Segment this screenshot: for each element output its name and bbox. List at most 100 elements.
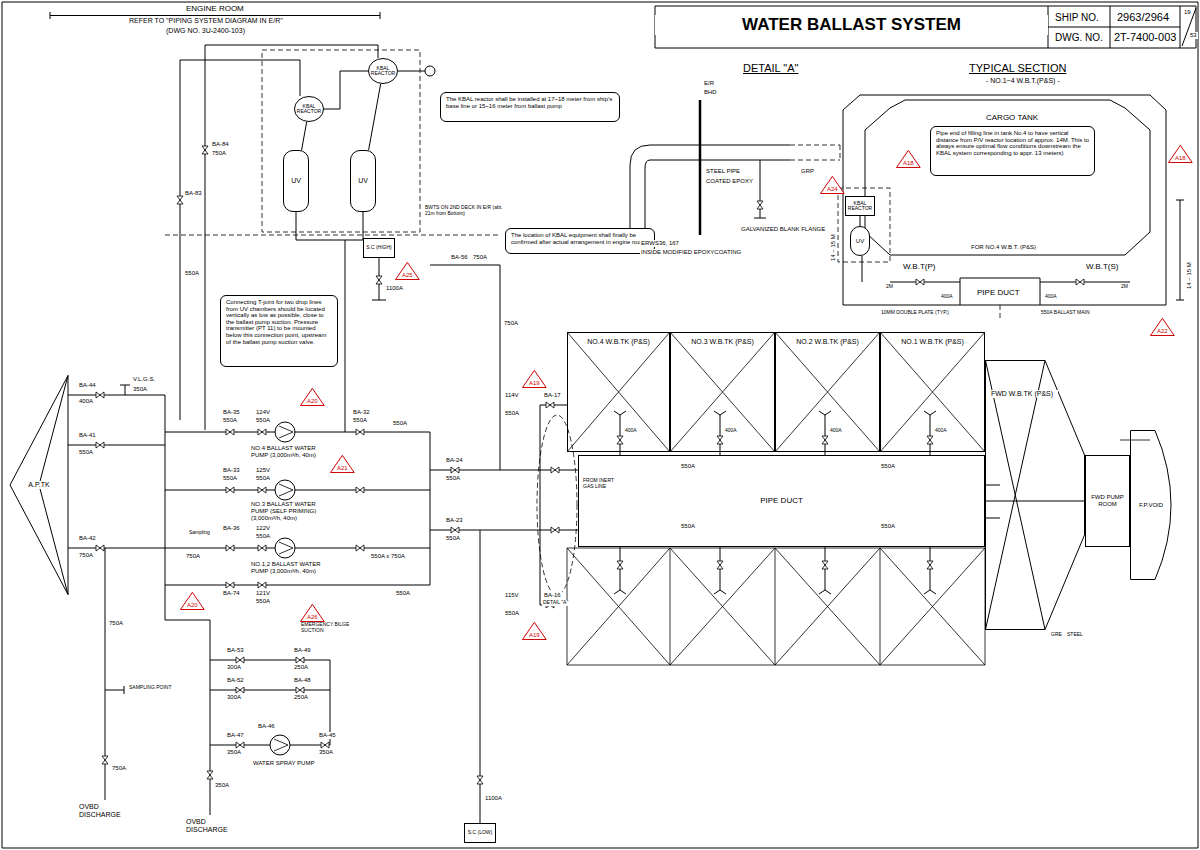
revision-mark: A19 [522, 622, 547, 640]
ballast-tank: NO.3 W.B.TK (P&S) [670, 332, 775, 452]
revision-triangle-shape [522, 370, 546, 387]
node-text: The KBAL reactor shall be installed at 1… [446, 96, 614, 109]
drawing-label: DWG. NO. [1054, 32, 1104, 44]
drawing-label: 19 [1183, 9, 1192, 16]
drawing-label: 53 [1189, 32, 1198, 39]
void-space: F.P.VOID [1130, 430, 1188, 580]
drawing-label: NO.4 BALLAST WATER PUMP (3,000m³/h, 40m) [250, 445, 327, 459]
drawing-label: OVBD DISCHARGE [78, 803, 130, 819]
pipe-connector [369, 84, 381, 150]
bulkhead-line [699, 100, 702, 235]
revision-triangle [395, 262, 420, 280]
drawing-label: Sampling [188, 530, 211, 536]
detail-a-pipe [630, 145, 790, 230]
node-text: KBAL REACTOR [847, 201, 873, 212]
drawing-label: 114V [504, 392, 520, 399]
drawing-label: BA-48 [293, 677, 312, 684]
drawing-label: 550A [392, 420, 408, 427]
drawing-label: - NO.1~4 W.B.T.(P&S) - [985, 77, 1061, 85]
node-text: FWD PUMP ROOM [1087, 494, 1128, 507]
drawing-label: (DWG NO. 3U-2400-103) [165, 27, 246, 35]
node-text: UV [358, 177, 368, 185]
revision-mark: A18 [896, 150, 921, 168]
pump-direction [274, 426, 293, 751]
drawing-label: 750A [472, 254, 488, 261]
drawing-label: ERWS36, 167 [640, 240, 680, 247]
node-text: UV [856, 238, 864, 245]
drawing-label: FROM INERT GAS LINE [582, 478, 620, 490]
drawing-label: 300A [226, 694, 242, 701]
drawing-label: SHIP NO. [1054, 12, 1100, 24]
drawing-label: INSIDE MODIFIED EPOXYCOATING [640, 249, 742, 256]
drawing-label: 400A [624, 428, 638, 434]
drawing-label: V.L.G.S. [132, 376, 156, 383]
drawing-label: 115V [504, 592, 520, 599]
drawing-label: 550A BALLAST MAIN [1040, 310, 1091, 316]
node-text: NO.2 W.B.TK (P&S) [794, 338, 861, 346]
drawing-label: E/R [703, 80, 715, 87]
drawing-label: NO.3 BALLAST WATER PUMP (SELF PRIMING) (… [250, 501, 327, 522]
drawing-label: 400A [724, 428, 738, 434]
drawing-label: 550A [504, 610, 520, 617]
revision-triangle [300, 388, 325, 406]
revision-mark: A21 [330, 455, 355, 473]
node-text: F.P.VOID [1131, 502, 1171, 509]
node-text: S.C (LOW) [468, 830, 492, 836]
drawing-label: OVBD DISCHARGE [185, 818, 237, 834]
drawing-label: BHD [703, 89, 718, 96]
drawing-label: 550A [880, 463, 896, 470]
drawing-label: 2T-7400-003 [1113, 31, 1177, 44]
drawing-label: 2963/2964 [1116, 11, 1170, 24]
drawing-label: 550A [255, 475, 271, 482]
drawing-label: 350A [132, 386, 148, 393]
node-text: A.P.TK [28, 481, 49, 489]
node-text: Connecting T-joint for two drop lines fr… [226, 299, 332, 345]
equipment-box: FWD PUMP ROOM [1085, 455, 1130, 547]
revision-triangle [522, 622, 547, 640]
revision-triangle [330, 455, 355, 473]
revision-mark: A22 [1150, 318, 1175, 336]
uv-chamber: UV [283, 150, 309, 212]
revision-triangle-shape [820, 176, 844, 193]
node-text: The location of KBAL equipment shall fin… [511, 232, 649, 245]
drawing-label: BA-74 [222, 590, 241, 597]
drawing-label: BA-44 [78, 382, 97, 389]
uv-chamber: UV [350, 150, 376, 212]
drawing-label: BA-41 [78, 432, 97, 439]
revision-mark: A25 [395, 262, 420, 280]
drawing-label: 125V [255, 467, 271, 474]
reactor-vessel: KBAL REACTOR [368, 58, 398, 84]
revision-triangle-shape [522, 622, 546, 639]
pipe-line [369, 84, 381, 150]
tank-outline-path [986, 361, 1085, 630]
detail-marker [537, 415, 577, 595]
node-text: KBAL REACTOR [295, 104, 323, 115]
typical-section [843, 95, 1184, 305]
drawing-label: 550A [255, 533, 271, 540]
tank-structure [567, 332, 1150, 665]
drawing-label: BA-47 [226, 732, 245, 739]
drawing-label: STEEL PIPE [705, 168, 741, 175]
drawing-label: 350A [226, 749, 242, 756]
pipe-connector [985, 501, 1085, 502]
reactor-vessel: KBAL REACTOR [294, 96, 324, 122]
note-box: Connecting T-joint for two drop lines fr… [220, 295, 338, 367]
drawing-label: PIPE DUCT [976, 288, 1021, 297]
pipe-line [985, 501, 1085, 502]
node-text: UV [291, 177, 301, 185]
drawing-label: 750A [503, 320, 519, 327]
equipment-box: KBAL REACTOR [845, 196, 875, 216]
drawing-label: 400A [829, 428, 843, 434]
drawing-label: 400A [78, 398, 94, 405]
revision-triangle [1150, 318, 1175, 336]
drawing-label: DETAIL "A" [542, 600, 569, 606]
pipe-lines [68, 45, 1000, 823]
node-text: PIPE DUCT [760, 497, 803, 506]
drawing-label: SAMPLING POINT [128, 685, 173, 691]
drawing-label: BA-35 [222, 409, 241, 416]
equipment-box: S.C (HIGH) [363, 238, 395, 258]
drawing-label: 550A [78, 449, 94, 456]
drawing-label: 2M [885, 284, 894, 290]
drawing-label: DETAIL "A" [742, 62, 800, 75]
